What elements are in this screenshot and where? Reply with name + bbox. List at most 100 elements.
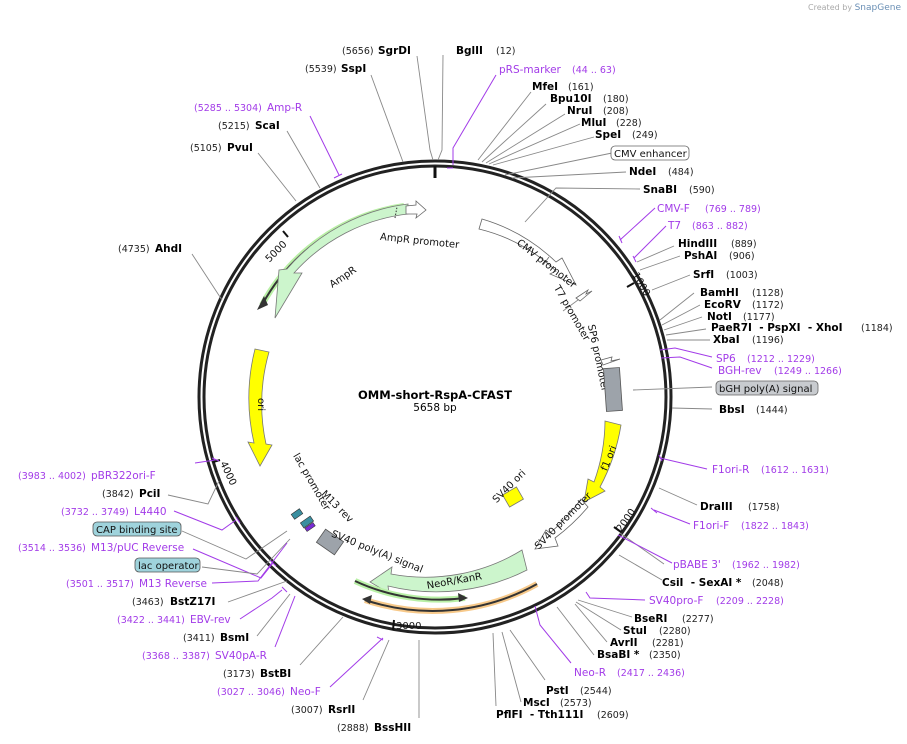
primer-label-pbr322ori-f[interactable]: (3983 .. 4002)pBR322ori-F xyxy=(18,470,156,482)
svg-text:(906): (906) xyxy=(729,251,755,262)
enzyme-label-mlui[interactable]: MluI(228) xyxy=(581,117,642,129)
enzyme-label-pflfi-tth111i[interactable]: PflFI - Tth111I(2609) xyxy=(496,709,629,721)
enzyme-label-bsabi[interactable]: BsaBI *(2350) xyxy=(597,649,681,661)
tick-1000: 1000 xyxy=(626,271,652,298)
svg-text:(590): (590) xyxy=(689,185,715,196)
svg-text:(1177): (1177) xyxy=(743,312,775,323)
svg-text:(1249 .. 1266): (1249 .. 1266) xyxy=(774,366,842,377)
enzyme-label-rsrii[interactable]: (3007)RsrII xyxy=(291,704,355,716)
enzyme-label-bsmi[interactable]: (3411)BsmI xyxy=(183,632,249,644)
svg-text:(3842): (3842) xyxy=(102,489,134,500)
svg-text:EcoRV: EcoRV xyxy=(704,299,742,311)
svg-text:lac operator: lac operator xyxy=(138,561,199,572)
primer-label-neo-r[interactable]: Neo-R(2417 .. 2436) xyxy=(574,667,685,679)
primer-label-t7[interactable]: T7(863 .. 882) xyxy=(667,220,748,232)
enzyme-label-xbai[interactable]: XbaI(1196) xyxy=(713,334,784,346)
enzyme-label-ahdi[interactable]: (4735)AhdI xyxy=(118,243,182,255)
svg-text:BssHII: BssHII xyxy=(374,722,411,734)
svg-text:StuI: StuI xyxy=(623,625,647,637)
enzyme-label-msci[interactable]: MscI(2573) xyxy=(523,697,592,709)
enzyme-label-csii-sexai[interactable]: CsiI - SexAI *(2048) xyxy=(662,577,784,589)
primer-label-sp6[interactable]: SP6(1212 .. 1229) xyxy=(716,353,815,365)
svg-text:NruI: NruI xyxy=(567,105,592,117)
svg-text:(3027 .. 3046): (3027 .. 3046) xyxy=(217,687,285,698)
primer-label-prs-marker[interactable]: pRS-marker(44 .. 63) xyxy=(499,64,616,76)
enzyme-label-avrii[interactable]: AvrII(2281) xyxy=(610,637,684,649)
svg-text:XbaI: XbaI xyxy=(713,334,740,346)
svg-text:Amp-R: Amp-R xyxy=(267,102,302,114)
t7-promoter: T7 promoter xyxy=(551,283,593,344)
svg-text:ScaI: ScaI xyxy=(255,120,280,132)
feature-label-bgh-polya[interactable]: bGH poly(A) signal xyxy=(715,380,819,396)
svg-text:(2573): (2573) xyxy=(560,698,592,709)
enzyme-label-psti[interactable]: PstI(2544) xyxy=(546,685,612,697)
enzyme-label-snabi[interactable]: SnaBI(590) xyxy=(643,184,715,196)
primer-label-ebv-rev[interactable]: (3422 .. 3441)EBV-rev xyxy=(117,614,231,626)
svg-text:(1003): (1003) xyxy=(726,270,758,281)
primer-label-l4440[interactable]: (3732 .. 3749)L4440 xyxy=(61,506,167,518)
primer-label-f1ori-r[interactable]: F1ori-R(1612 .. 1631) xyxy=(712,464,829,476)
primer-label-pbabe-3[interactable]: pBABE 3'(1962 .. 1982) xyxy=(673,559,800,571)
enzyme-label-pvui[interactable]: (5105)PvuI xyxy=(190,142,253,154)
svg-text:(161): (161) xyxy=(568,82,594,93)
primer-label-neo-f[interactable]: (3027 .. 3046) Neo-F xyxy=(217,686,321,698)
sv40-promoter: SV40 promoter xyxy=(533,490,595,552)
svg-text:CsiI - SexAI *: CsiI - SexAI * xyxy=(662,577,742,589)
svg-text:BstZ17I: BstZ17I xyxy=(170,596,215,608)
enzyme-label-sgrdi[interactable]: (5656)SgrDI xyxy=(342,45,411,57)
enzyme-label-paer7i-pspxi-xhoi[interactable]: PaeR7I - PspXI - XhoI(1184) xyxy=(711,322,893,334)
svg-text:Neo-F: Neo-F xyxy=(290,686,321,698)
enzyme-label-bseri[interactable]: BseRI(2277) xyxy=(634,613,714,625)
enzyme-label-spei[interactable]: SpeI(249) xyxy=(595,129,658,141)
enzyme-label-nrui[interactable]: NruI(208) xyxy=(567,105,629,117)
svg-text:CMV promoter: CMV promoter xyxy=(514,238,578,292)
primer-label-bgh-rev[interactable]: BGH-rev (1249 .. 1266) xyxy=(718,365,842,377)
primer-label-m13-reverse[interactable]: (3501 .. 3517)M13 Reverse xyxy=(66,578,207,590)
snapgene-logo: SnapGene xyxy=(854,3,901,13)
enzyme-label-pcii[interactable]: (3842)PciI xyxy=(102,488,160,500)
svg-text:3000: 3000 xyxy=(396,621,421,632)
enzyme-label-ecorv[interactable]: EcoRV(1172) xyxy=(704,299,784,311)
enzyme-label-stui[interactable]: StuI (2280) xyxy=(623,625,691,637)
enzyme-label-ndei[interactable]: NdeI(484) xyxy=(629,166,694,178)
svg-text:SV40pA-R: SV40pA-R xyxy=(215,650,267,662)
enzyme-label-bglii[interactable]: BglII(12) xyxy=(456,45,516,57)
enzyme-label-srfi[interactable]: SrfI(1003) xyxy=(693,269,758,281)
enzyme-label-bsshii[interactable]: (2888)BssHII xyxy=(337,722,411,734)
enzyme-label-sspi[interactable]: (5539)SspI xyxy=(305,63,366,75)
ori-feature: ori xyxy=(247,348,273,467)
primer-label-f1ori-f[interactable]: F1ori-F (1822 .. 1843) xyxy=(693,520,809,532)
primer-label-cmv-f[interactable]: CMV-F(769 .. 789) xyxy=(657,203,761,215)
enzyme-label-draiii[interactable]: DraIII(1758) xyxy=(700,501,780,513)
primer-label-sv40pa-r[interactable]: (3368 .. 3387)SV40pA-R xyxy=(142,650,267,662)
svg-text:(1822 .. 1843): (1822 .. 1843) xyxy=(741,521,809,532)
enzyme-label-pshai[interactable]: PshAI(906) xyxy=(684,250,755,262)
feature-label-cap-binding-site[interactable]: CAP binding site xyxy=(92,521,182,537)
svg-text:pBR322ori-F: pBR322ori-F xyxy=(91,470,156,482)
svg-text:(2281): (2281) xyxy=(652,638,684,649)
enzyme-label-noti[interactable]: NotI(1177) xyxy=(707,311,775,323)
enzyme-label-bstz17i[interactable]: (3463)BstZ17I xyxy=(132,596,215,608)
svg-text:lac promoter: lac promoter xyxy=(290,452,332,514)
feature-label-lac-operator[interactable]: lac operator xyxy=(134,557,201,573)
enzyme-label-scai[interactable]: (5215)ScaI xyxy=(218,120,280,132)
svg-text:(3732 .. 3749): (3732 .. 3749) xyxy=(61,507,129,518)
enzyme-label-bstbi[interactable]: (3173)BstBI xyxy=(223,668,291,680)
primer-label-sv40pro-f[interactable]: SV40pro-F(2209 .. 2228) xyxy=(649,595,784,607)
enzyme-label-bamhi[interactable]: BamHI(1128) xyxy=(700,287,784,299)
svg-text:(2280): (2280) xyxy=(659,626,691,637)
enzyme-label-hindiii[interactable]: HindIII(889) xyxy=(678,238,757,250)
svg-text:SpeI: SpeI xyxy=(595,129,621,141)
enzyme-label-bbsi[interactable]: BbsI(1444) xyxy=(719,404,788,416)
primer-label-amp-r[interactable]: (5285 .. 5304)Amp-R xyxy=(194,102,302,114)
feature-label-cmv-enhancer[interactable]: CMV enhancer xyxy=(610,145,690,161)
enzyme-label-mfei[interactable]: MfeI (161) xyxy=(532,81,594,93)
svg-text:F1ori-F: F1ori-F xyxy=(693,520,729,532)
primer-label-m13-puc-reverse[interactable]: (3514 .. 3536)M13/pUC Reverse xyxy=(18,542,184,554)
enzyme-label-bpu10i[interactable]: Bpu10I(180) xyxy=(550,93,629,105)
svg-text:MfeI: MfeI xyxy=(532,81,558,93)
svg-text:BGH-rev: BGH-rev xyxy=(718,365,762,377)
svg-text:SV40 promoter: SV40 promoter xyxy=(533,490,595,552)
lac-region-features: lac promoter M13 rev xyxy=(290,452,355,532)
